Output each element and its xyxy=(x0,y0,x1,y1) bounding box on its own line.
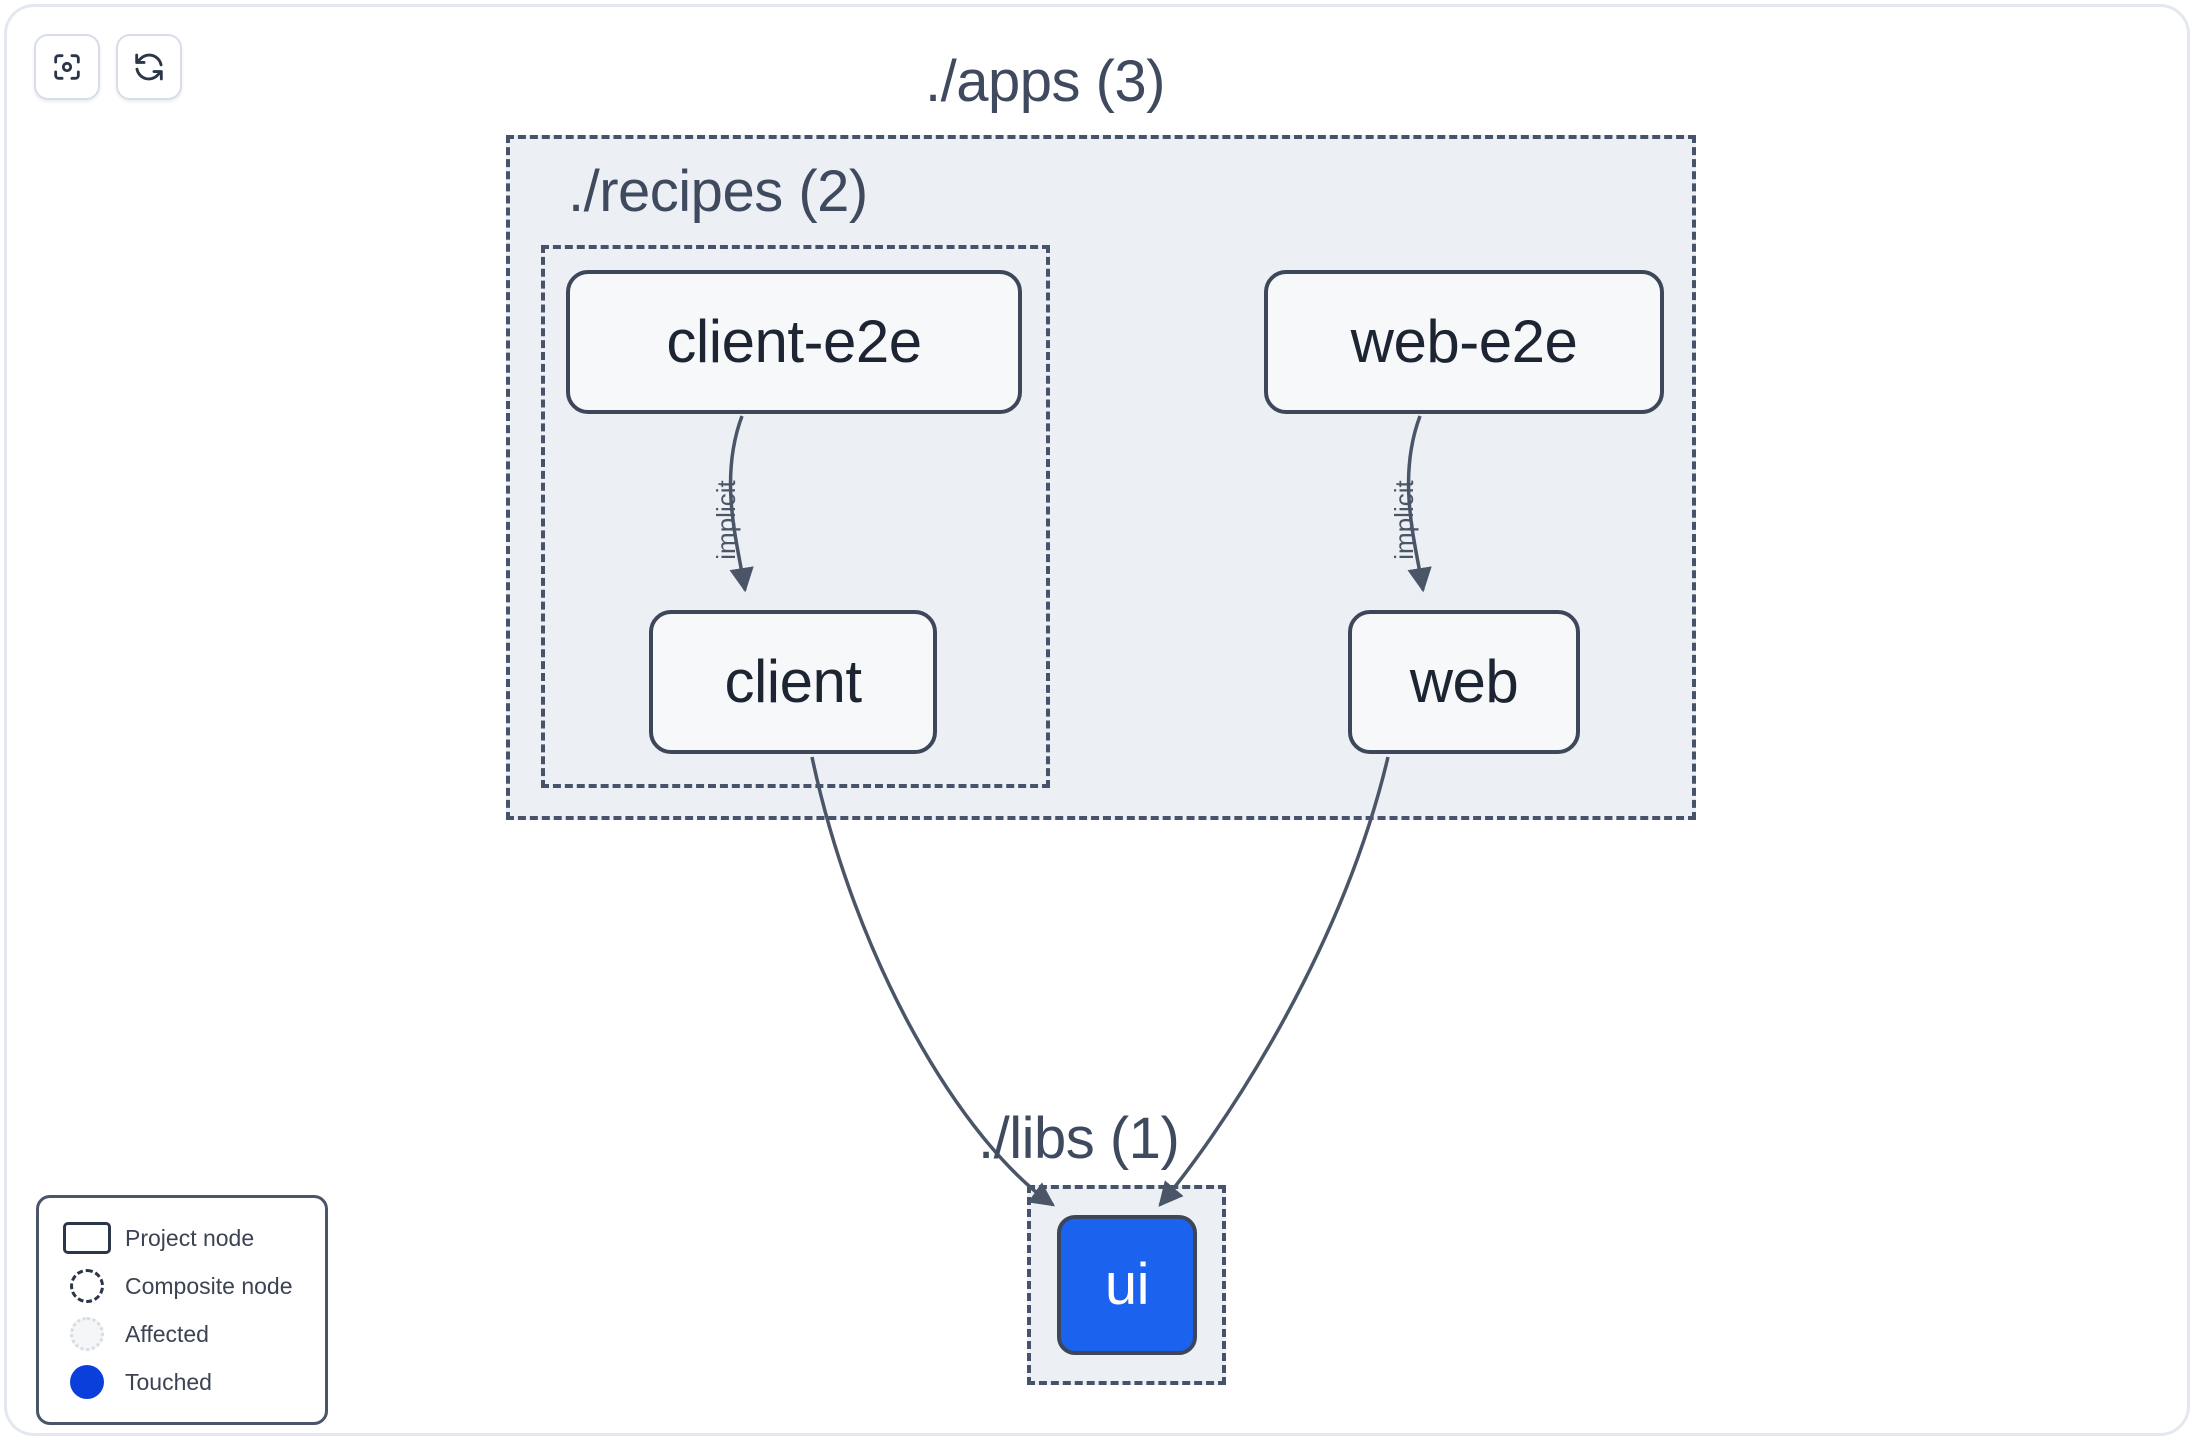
affected-swatch xyxy=(57,1317,117,1351)
touched-swatch xyxy=(57,1365,117,1399)
node-web-e2e[interactable]: web-e2e xyxy=(1264,270,1664,414)
composite-node-swatch xyxy=(57,1269,117,1303)
group-label-recipes: ./recipes (2) xyxy=(568,159,868,224)
refresh-graph-button[interactable] xyxy=(116,34,182,100)
legend-label: Affected xyxy=(125,1320,209,1347)
node-web[interactable]: web xyxy=(1348,610,1580,754)
legend-item-touched: Touched xyxy=(57,1358,307,1406)
node-label: web xyxy=(1409,648,1519,715)
focus-graph-button[interactable] xyxy=(34,34,100,100)
legend-label: Project node xyxy=(125,1224,255,1251)
focus-icon xyxy=(50,50,84,84)
graph-legend: Project node Composite node Affected Tou… xyxy=(36,1195,328,1425)
group-label-libs: ./libs (1) xyxy=(978,1106,1180,1171)
node-ui[interactable]: ui xyxy=(1057,1215,1197,1355)
legend-label: Composite node xyxy=(125,1272,293,1299)
graph-toolbar xyxy=(34,34,182,100)
legend-item-composite-node: Composite node xyxy=(57,1262,307,1310)
refresh-icon xyxy=(132,50,166,84)
node-label: client-e2e xyxy=(666,308,922,375)
node-client[interactable]: client xyxy=(649,610,937,754)
legend-item-affected: Affected xyxy=(57,1310,307,1358)
legend-label: Touched xyxy=(125,1368,212,1395)
group-label-apps: ./apps (3) xyxy=(925,49,1166,114)
legend-item-project-node: Project node xyxy=(57,1214,307,1262)
edge-web-to-ui xyxy=(1158,756,1390,1207)
node-label: web-e2e xyxy=(1350,308,1578,375)
node-label: ui xyxy=(1104,1252,1150,1317)
project-node-swatch xyxy=(57,1222,117,1254)
node-label: client xyxy=(724,648,862,715)
node-client-e2e[interactable]: client-e2e xyxy=(566,270,1022,414)
